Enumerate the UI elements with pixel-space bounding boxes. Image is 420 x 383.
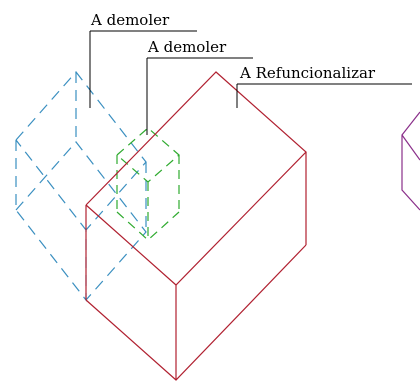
red-solid-box	[85, 71, 307, 381]
blue-dashed-box	[15, 71, 147, 302]
label-demolish-blue: A demoler	[90, 11, 170, 29]
label-demolish-green: A demoler	[147, 38, 227, 56]
label-refurbish: A Refuncionalizar	[239, 64, 376, 82]
purple-partial-box	[401, 111, 420, 211]
green-dashed-box	[116, 127, 180, 241]
